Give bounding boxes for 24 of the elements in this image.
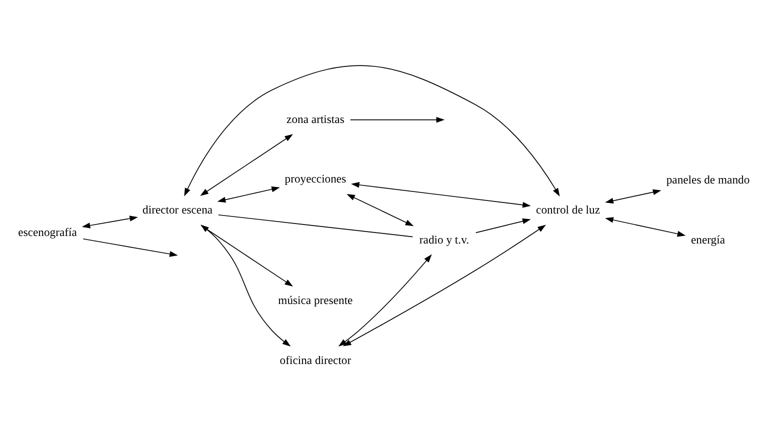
arrow — [346, 194, 414, 226]
node-text: energía — [691, 233, 726, 246]
node-text: escenografía — [18, 226, 77, 239]
arrow — [351, 182, 531, 208]
node-text: director escena — [142, 203, 213, 216]
node-text: radio y t.v. — [419, 233, 470, 246]
arrow — [605, 189, 662, 204]
arrow — [342, 224, 546, 346]
arrow — [338, 254, 432, 346]
node-text: oficina director — [280, 354, 352, 367]
arrow — [82, 238, 178, 257]
arrow — [217, 186, 280, 203]
arrow — [605, 217, 686, 237]
node-text: control de luz — [536, 203, 600, 216]
arrow — [82, 216, 138, 228]
node-text: proyecciones — [284, 172, 346, 186]
arrow — [475, 218, 531, 234]
arrow — [184, 65, 560, 196]
connector — [218, 214, 414, 238]
arrow — [200, 134, 294, 196]
node-text: paneles de mando — [666, 174, 750, 187]
node-text: zona artistas — [286, 112, 344, 126]
node-text: música presente — [278, 294, 353, 307]
arrow — [350, 116, 445, 123]
